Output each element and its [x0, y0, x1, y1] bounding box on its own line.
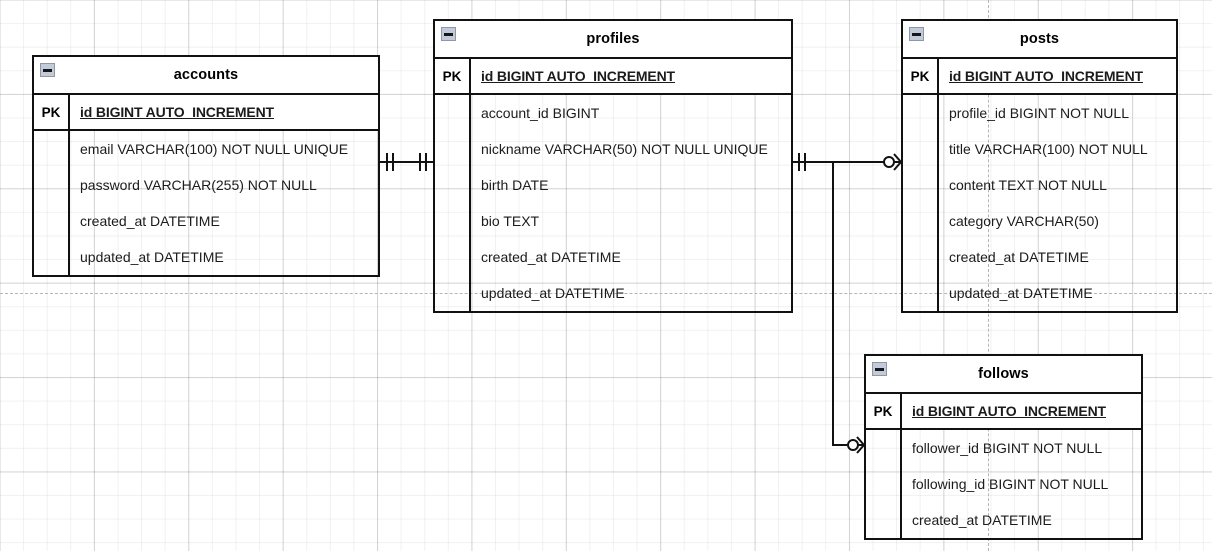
entity-title: profiles: [586, 30, 640, 47]
key-label-empty: [435, 95, 471, 131]
attribute: content TEXT NOT NULL: [949, 177, 1107, 193]
key-label: PK: [866, 394, 902, 428]
table-row[interactable]: created_at DATETIME: [866, 502, 1141, 538]
attribute: updated_at DATETIME: [481, 285, 625, 301]
table-row-pk[interactable]: PK id BIGINT AUTO_INCREMENT: [903, 59, 1176, 95]
table-row-pk[interactable]: PK id BIGINT AUTO_INCREMENT: [866, 394, 1141, 430]
relationship-accounts-profiles: [380, 153, 433, 171]
table-row[interactable]: follower_id BIGINT NOT NULL: [866, 430, 1141, 466]
entity-title: accounts: [173, 66, 239, 83]
key-label-empty: [903, 131, 939, 167]
entity-profiles[interactable]: profiles PK id BIGINT AUTO_INCREMENT acc…: [433, 19, 793, 313]
table-row[interactable]: title VARCHAR(100) NOT NULL: [903, 131, 1176, 167]
key-label-empty: [34, 167, 70, 203]
table-row[interactable]: birth DATE: [435, 167, 791, 203]
entity-header-follows: follows: [866, 356, 1141, 394]
table-row[interactable]: profile_id BIGINT NOT NULL: [903, 95, 1176, 131]
page-guide-vertical: [988, 0, 989, 551]
table-row-pk[interactable]: PK id BIGINT AUTO_INCREMENT: [34, 95, 378, 131]
table-row[interactable]: updated_at DATETIME: [435, 275, 791, 311]
key-label-empty: [903, 95, 939, 131]
key-label-empty: [34, 131, 70, 167]
collapse-minus-icon[interactable]: [441, 27, 456, 41]
table-row[interactable]: created_at DATETIME: [34, 203, 378, 239]
table-row[interactable]: updated_at DATETIME: [903, 275, 1176, 311]
attribute: created_at DATETIME: [949, 249, 1089, 265]
entity-title: follows: [978, 365, 1029, 382]
attribute: profile_id BIGINT NOT NULL: [949, 105, 1129, 121]
key-label-empty: [903, 275, 939, 311]
primary-key-attribute: id BIGINT AUTO_INCREMENT: [80, 104, 274, 120]
attribute: bio TEXT: [481, 213, 540, 229]
key-label-empty: [34, 239, 70, 275]
attribute: email VARCHAR(100) NOT NULL UNIQUE: [80, 141, 349, 157]
key-label-empty: [435, 167, 471, 203]
table-row[interactable]: bio TEXT: [435, 203, 791, 239]
relationship-profiles-posts: [793, 153, 902, 171]
collapse-minus-icon[interactable]: [909, 27, 924, 41]
key-label-empty: [866, 502, 902, 538]
key-label-empty: [435, 275, 471, 311]
key-label-empty: [903, 203, 939, 239]
key-label-empty: [903, 239, 939, 275]
key-label-empty: [866, 466, 902, 502]
attribute: created_at DATETIME: [80, 213, 220, 229]
attribute: category VARCHAR(50): [949, 213, 1099, 229]
table-row[interactable]: content TEXT NOT NULL: [903, 167, 1176, 203]
key-label-empty: [435, 203, 471, 239]
entity-header-accounts: accounts: [34, 57, 378, 95]
entity-header-posts: posts: [903, 21, 1176, 59]
primary-key-attribute: id BIGINT AUTO_INCREMENT: [949, 68, 1143, 84]
key-label: PK: [903, 59, 939, 93]
entity-follows[interactable]: follows PK id BIGINT AUTO_INCREMENT foll…: [864, 354, 1143, 540]
table-row[interactable]: nickname VARCHAR(50) NOT NULL UNIQUE: [435, 131, 791, 167]
attribute: created_at DATETIME: [481, 249, 621, 265]
collapse-minus-icon[interactable]: [872, 362, 887, 376]
relationship-profiles-follows: [832, 162, 865, 454]
table-row[interactable]: created_at DATETIME: [903, 239, 1176, 275]
attribute: follower_id BIGINT NOT NULL: [912, 440, 1103, 456]
key-label-empty: [903, 167, 939, 203]
attribute: title VARCHAR(100) NOT NULL: [949, 141, 1148, 157]
table-row-pk[interactable]: PK id BIGINT AUTO_INCREMENT: [435, 59, 791, 95]
collapse-minus-icon[interactable]: [40, 63, 55, 77]
primary-key-attribute: id BIGINT AUTO_INCREMENT: [912, 403, 1106, 419]
table-row[interactable]: email VARCHAR(100) NOT NULL UNIQUE: [34, 131, 378, 167]
table-row[interactable]: created_at DATETIME: [435, 239, 791, 275]
attribute: password VARCHAR(255) NOT NULL: [80, 177, 317, 193]
key-label: PK: [435, 59, 471, 93]
key-label: PK: [34, 95, 70, 129]
attribute: following_id BIGINT NOT NULL: [912, 476, 1109, 492]
table-row[interactable]: updated_at DATETIME: [34, 239, 378, 275]
entity-header-profiles: profiles: [435, 21, 791, 59]
table-row[interactable]: password VARCHAR(255) NOT NULL: [34, 167, 378, 203]
attribute: created_at DATETIME: [912, 512, 1052, 528]
key-label-empty: [435, 131, 471, 167]
attribute: updated_at DATETIME: [949, 285, 1093, 301]
attribute: account_id BIGINT: [481, 105, 600, 121]
attribute: nickname VARCHAR(50) NOT NULL UNIQUE: [481, 141, 768, 157]
table-row[interactable]: account_id BIGINT: [435, 95, 791, 131]
entity-accounts[interactable]: accounts PK id BIGINT AUTO_INCREMENT ema…: [32, 55, 380, 277]
table-row[interactable]: category VARCHAR(50): [903, 203, 1176, 239]
attribute: birth DATE: [481, 177, 549, 193]
table-row[interactable]: following_id BIGINT NOT NULL: [866, 466, 1141, 502]
key-label-empty: [435, 239, 471, 275]
key-label-empty: [866, 430, 902, 466]
key-label-empty: [34, 203, 70, 239]
attribute: updated_at DATETIME: [80, 249, 224, 265]
page-guide-horizontal: [0, 293, 1212, 294]
entity-title: posts: [1019, 30, 1060, 47]
primary-key-attribute: id BIGINT AUTO_INCREMENT: [481, 68, 675, 84]
entity-posts[interactable]: posts PK id BIGINT AUTO_INCREMENT profil…: [901, 19, 1178, 313]
